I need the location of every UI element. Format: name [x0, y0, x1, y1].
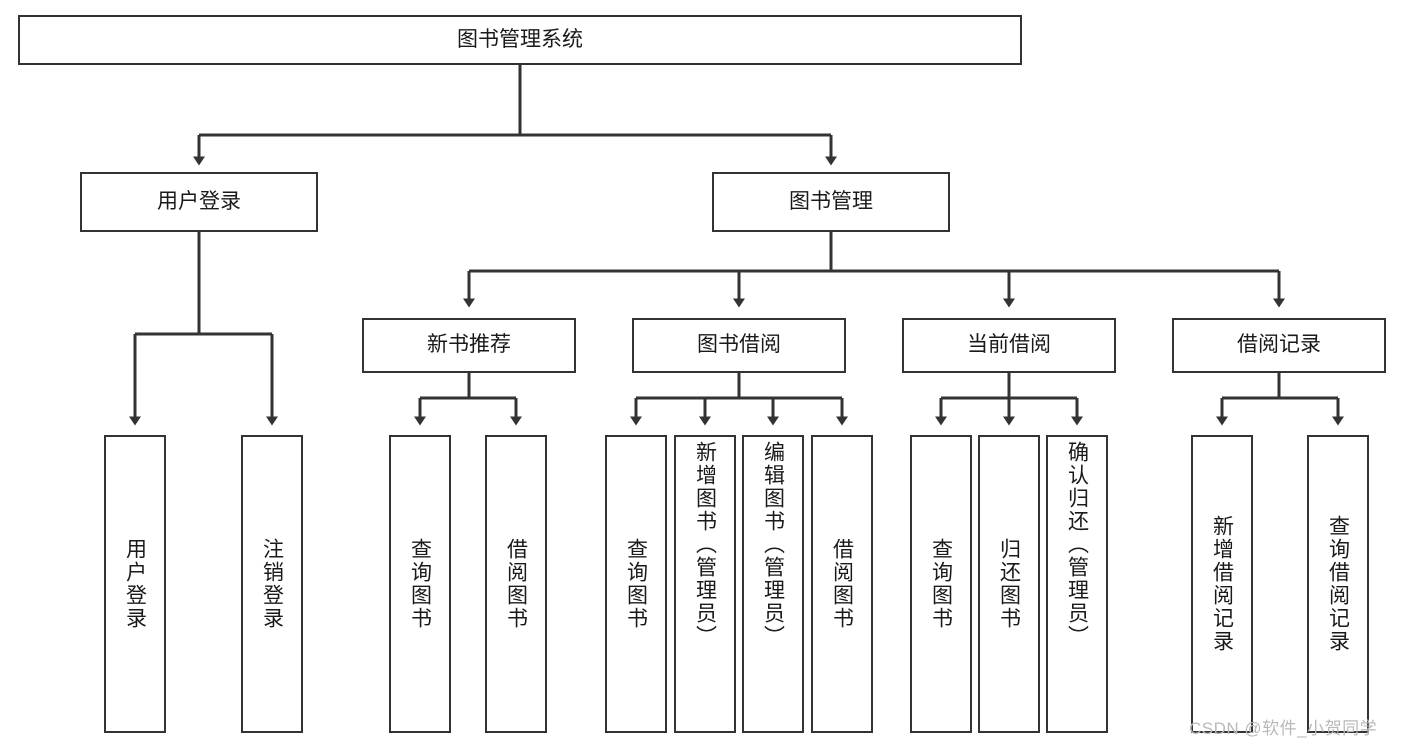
- node-borrow-records[interactable]: 借阅记录: [1172, 318, 1386, 373]
- node-leaf-confirm-return-admin[interactable]: 确认归还（管理员）: [1046, 435, 1108, 733]
- node-label: 查询图书: [624, 538, 648, 630]
- node-label: 编辑图书（管理员）: [761, 441, 785, 648]
- node-leaf-query-borrow-record[interactable]: 查询借阅记录: [1307, 435, 1369, 733]
- node-label: 图书管理系统: [457, 27, 583, 51]
- node-label: 查询图书: [929, 538, 953, 630]
- node-label: 借阅记录: [1237, 333, 1321, 357]
- node-leaf-borrow-books[interactable]: 借阅图书: [811, 435, 873, 733]
- node-leaf-logout[interactable]: 注销登录: [241, 435, 303, 733]
- node-user-login[interactable]: 用户登录: [80, 172, 318, 232]
- node-label: 新书推荐: [427, 333, 511, 357]
- node-label: 确认归还（管理员）: [1065, 441, 1089, 648]
- csdn-watermark: CSDN @软件_小贺同学: [1189, 719, 1378, 738]
- node-label: 用户登录: [123, 538, 147, 630]
- node-leaf-return-books[interactable]: 归还图书: [978, 435, 1040, 733]
- node-label: 新增借阅记录: [1210, 515, 1234, 653]
- node-leaf-borrow-books-new[interactable]: 借阅图书: [485, 435, 547, 733]
- node-label: 借阅图书: [504, 538, 528, 630]
- node-leaf-query-books-current[interactable]: 查询图书: [910, 435, 972, 733]
- node-label: 查询图书: [408, 538, 432, 630]
- node-new-book-recommend[interactable]: 新书推荐: [362, 318, 576, 373]
- node-leaf-add-borrow-record[interactable]: 新增借阅记录: [1191, 435, 1253, 733]
- node-label: 注销登录: [260, 538, 284, 630]
- node-label: 查询借阅记录: [1326, 515, 1350, 653]
- node-book-borrow[interactable]: 图书借阅: [632, 318, 846, 373]
- node-label: 图书管理: [789, 189, 873, 213]
- node-leaf-query-books-borrow[interactable]: 查询图书: [605, 435, 667, 733]
- node-label: 归还图书: [997, 538, 1021, 630]
- node-label: 当前借阅: [967, 333, 1051, 357]
- node-leaf-user-login[interactable]: 用户登录: [104, 435, 166, 733]
- node-label: 图书借阅: [697, 333, 781, 357]
- node-label: 用户登录: [157, 189, 241, 213]
- node-leaf-add-book-admin[interactable]: 新增图书（管理员）: [674, 435, 736, 733]
- node-leaf-edit-book-admin[interactable]: 编辑图书（管理员）: [742, 435, 804, 733]
- node-book-management-system[interactable]: 图书管理系统: [18, 15, 1022, 65]
- node-book-management[interactable]: 图书管理: [712, 172, 950, 232]
- node-label: 新增图书（管理员）: [693, 441, 717, 648]
- node-label: 借阅图书: [830, 538, 854, 630]
- node-current-borrow[interactable]: 当前借阅: [902, 318, 1116, 373]
- node-leaf-query-books-new[interactable]: 查询图书: [389, 435, 451, 733]
